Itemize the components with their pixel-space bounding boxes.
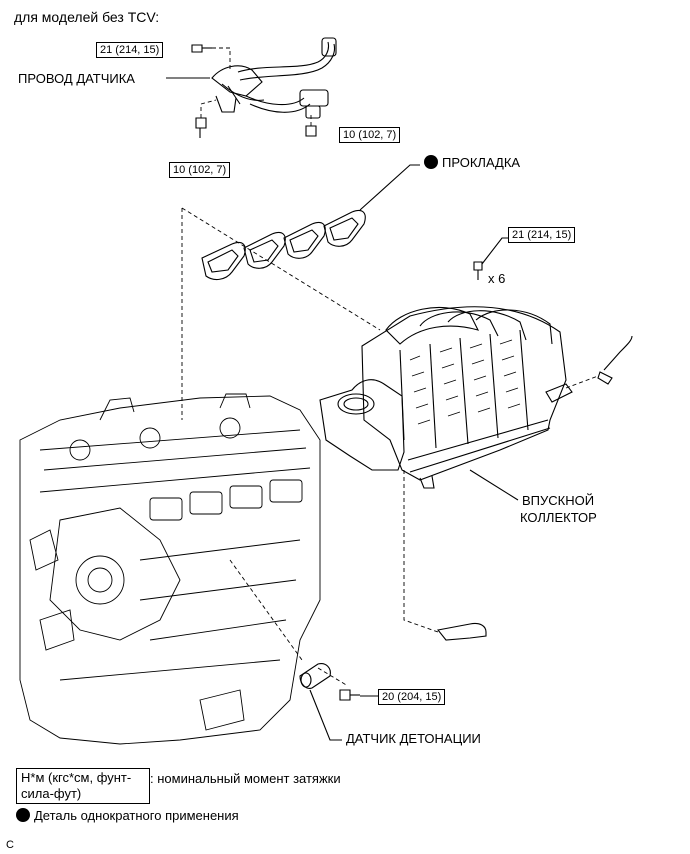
page-title: для моделей без TCV:	[14, 9, 160, 25]
vacuum-hose	[603, 335, 633, 371]
torque-spec-sensor-bolt-right: 10 (102, 7)	[339, 127, 401, 143]
non-reusable-legend-text: Деталь однократного применения	[34, 808, 239, 823]
intake-manifold-label-line2: КОЛЛЕКТОР	[520, 510, 597, 525]
torque-legend-description: : номинальный момент затяжки	[150, 771, 341, 786]
gasket	[201, 209, 366, 281]
knock-sensor	[299, 663, 360, 701]
torque-unit-line1: Н*м (кгс*см, фунт-	[21, 770, 132, 785]
non-reusable-legend: Деталь однократного применения	[16, 808, 239, 823]
torque-legend-box: Н*м (кгс*см, фунт- сила-фут)	[16, 768, 150, 804]
sensor-bolts	[191, 44, 317, 138]
torque-unit-line2: сила-фут)	[21, 786, 82, 801]
illustration-code: C	[6, 839, 14, 851]
torque-spec-manifold-bolts: 21 (214, 15)	[508, 227, 576, 243]
gasket-label: ПРОКЛАДКА	[424, 155, 520, 170]
gasket-label-text: ПРОКЛАДКА	[442, 155, 521, 170]
knock-sensor-label: ДАТЧИК ДЕТОНАЦИИ	[346, 731, 481, 746]
pcv-hose	[436, 622, 487, 641]
intake-manifold	[319, 306, 573, 489]
torque-spec-sensor-bolt-left: 10 (102, 7)	[169, 162, 231, 178]
engine-block	[19, 393, 321, 745]
sensor-wire-harness	[211, 37, 337, 119]
non-reusable-icon	[424, 155, 438, 169]
sensor-wire-label: ПРОВОД ДАТЧИКА	[18, 71, 135, 86]
torque-spec-knock-sensor-bolt: 20 (204, 15)	[378, 689, 446, 705]
torque-spec-sensor-bolt-top: 21 (214, 15)	[96, 42, 164, 58]
bolt-quantity: x 6	[488, 271, 506, 286]
intake-manifold-label-line1: ВПУСКНОЙ	[522, 493, 595, 508]
non-reusable-legend-icon	[16, 808, 30, 822]
